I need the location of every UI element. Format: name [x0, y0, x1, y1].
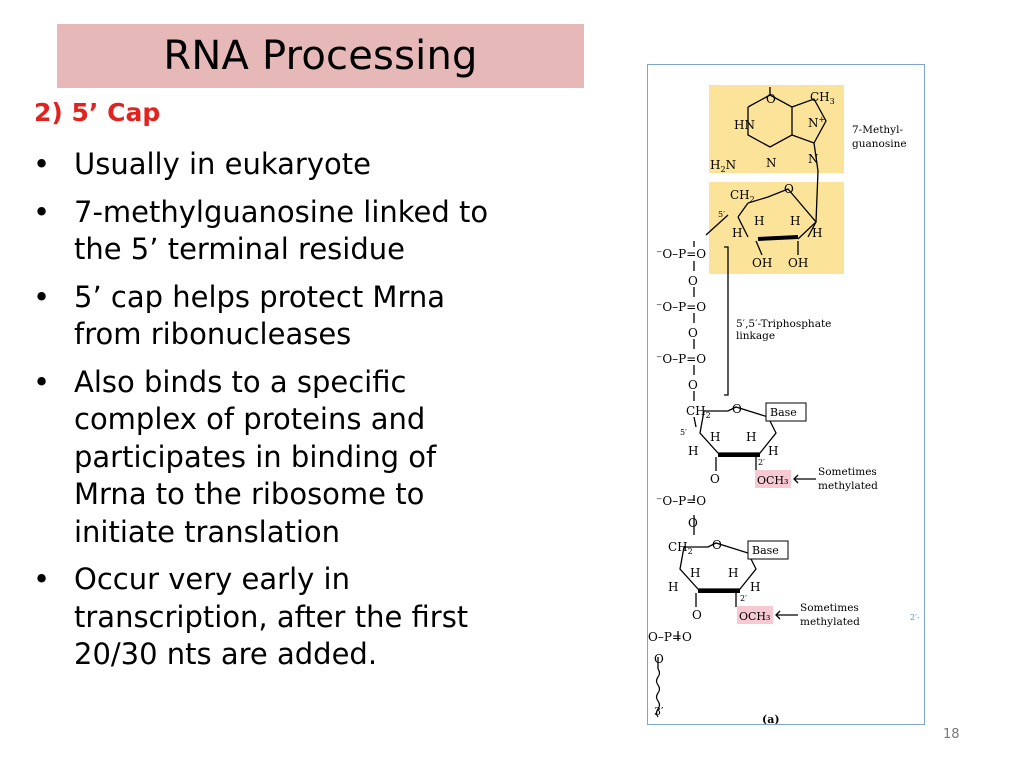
svg-text:O: O [654, 652, 664, 666]
five-prime-label: 5′ [680, 428, 687, 437]
bullet-item: 5’ cap helps protect Mrna from ribonucle… [30, 279, 510, 354]
ribose-highlight [709, 182, 844, 274]
bullet-item: Also binds to a specific complex of prot… [30, 364, 510, 552]
svg-text:H: H [768, 444, 778, 458]
svg-text:H: H [668, 580, 678, 594]
two-prime-side-label: 2′- [910, 613, 920, 622]
svg-text:OH: OH [788, 256, 808, 270]
methylguanosine-label-line2: guanosine [852, 138, 907, 150]
svg-text:O: O [688, 516, 698, 530]
five-prime-label: 5′ [718, 210, 725, 219]
svg-text:H: H [690, 566, 700, 580]
svg-text:O: O [692, 608, 702, 622]
base-box [765, 402, 807, 422]
sometimes-methylated-label-line2: methylated [818, 480, 878, 492]
chain-continuation-line [655, 668, 661, 718]
triphosphate-label-line2: linkage [736, 330, 775, 342]
svg-text:O: O [732, 402, 742, 416]
sometimes-methylated-label: Sometimes [800, 602, 859, 614]
svg-text:O: O [688, 378, 698, 392]
och3-label: OCH₃ [757, 474, 788, 487]
bullet-item: 7-methylguanosine linked to the 5’ termi… [30, 194, 510, 269]
methyl-highlight [755, 470, 791, 488]
bullet-item: Occur very early in transcription, after… [30, 561, 510, 674]
svg-text:H: H [732, 226, 742, 240]
svg-text:H2N: H2N [710, 158, 736, 174]
svg-text:H: H [728, 566, 738, 580]
svg-text:HN: HN [734, 118, 755, 132]
base-label: Base [752, 544, 779, 557]
cap-structure-figure: O CH3 HN N+ H2N N N CH2 O H H H H OH OH … [647, 64, 925, 725]
svg-text:CH2: CH2 [686, 404, 711, 420]
two-prime-label: 2′ [758, 458, 765, 467]
svg-text:⁻O–P=O: ⁻O–P=O [656, 300, 706, 314]
svg-text:H: H [754, 214, 764, 228]
svg-text:O: O [710, 472, 720, 486]
svg-text:N: N [808, 152, 819, 166]
methyl-highlight [737, 606, 773, 624]
bullet-item: Usually in eukaryote [30, 146, 510, 184]
svg-text:N: N [766, 156, 777, 170]
svg-text:H: H [750, 580, 760, 594]
svg-text:H: H [790, 214, 800, 228]
two-prime-label: 2′ [740, 594, 747, 603]
svg-text:H: H [688, 444, 698, 458]
svg-text:H: H [812, 226, 822, 240]
svg-text:⁻O–P=O: ⁻O–P=O [656, 352, 706, 366]
base-label: Base [770, 406, 797, 419]
sometimes-methylated-label: Sometimes [818, 466, 877, 478]
slide-title: RNA Processing [163, 33, 478, 79]
svg-text:CH2: CH2 [668, 540, 693, 556]
svg-text:H: H [746, 430, 756, 444]
section-subtitle: 2) 5’ Cap [34, 98, 161, 127]
sometimes-methylated-label-line2: methylated [800, 616, 860, 628]
bullet-list: Usually in eukaryote 7-methylguanosine l… [30, 146, 510, 684]
och3-label: OCH₃ [739, 610, 770, 623]
svg-text:H: H [710, 430, 720, 444]
svg-text:⁻O–P=O: ⁻O–P=O [656, 247, 706, 261]
svg-text:O: O [688, 326, 698, 340]
svg-text:O: O [688, 274, 698, 288]
svg-text:O: O [766, 92, 776, 106]
svg-text:⁻O–P=O: ⁻O–P=O [656, 494, 706, 508]
svg-text:O–P=O: O–P=O [648, 630, 692, 644]
svg-text:O: O [712, 538, 722, 552]
title-banner: RNA Processing [57, 24, 584, 88]
svg-text:O: O [784, 182, 794, 196]
chemical-structure-diagram: O CH3 HN N+ H2N N N CH2 O H H H H OH OH … [648, 85, 920, 724]
figure-caption: (a) [762, 713, 780, 724]
svg-text:OH: OH [752, 256, 772, 270]
svg-text:CH3: CH3 [810, 90, 835, 106]
svg-text:CH2: CH2 [730, 188, 755, 204]
three-prime-label: 3′ [654, 705, 664, 718]
triphosphate-label: 5′,5′-Triphosphate [736, 318, 831, 330]
page-number: 18 [943, 727, 960, 742]
base-box [747, 540, 789, 560]
methylguanosine-label: 7-Methyl- [852, 124, 903, 136]
